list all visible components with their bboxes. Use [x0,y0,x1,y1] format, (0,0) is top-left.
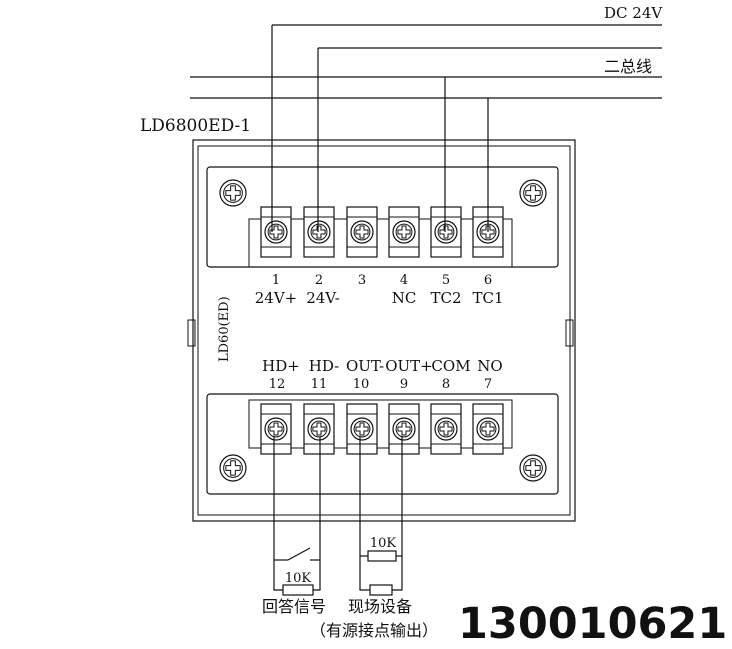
top-wires [271,25,489,232]
outer-frame [192,139,576,522]
top-terminal-name: 24V- [306,289,340,307]
bottom-terminal-num: 12 [269,377,286,392]
dc24v-label: DC 24V [604,4,663,22]
top-terminal-num: 4 [400,273,408,288]
bus-lines: DC 24V 二总线 [190,4,663,99]
switch-blade [287,547,311,561]
top-terminal-name: TC2 [430,289,461,307]
screw-icon [307,417,331,441]
wire-out-plus [392,437,403,591]
bottom-terminal-name: OUT- [346,357,384,375]
wire-hd-minus [313,437,321,591]
wire-hd-plus [273,437,283,591]
top-terminal-name: TC1 [472,289,503,307]
answer-signal-caption: 回答信号 [262,597,326,616]
top-terminal-strip [248,218,513,268]
device-housing [187,139,576,522]
bottom-terminal-num: 8 [442,377,450,392]
terminal-block [430,206,462,258]
screw-icon [519,179,547,207]
screw-icon [434,220,458,244]
terminal-block [346,206,378,258]
two-bus-label: 二总线 [604,57,652,76]
field-device-circuit: 10K [359,437,403,596]
wire-out-minus [359,437,370,591]
terminal-block [260,206,292,258]
bottom-terminal-name: OUT+ [385,357,433,375]
top-terminal-labels: 1 2 3 4 5 6 24V+ 24V- NC TC2 TC1 [255,273,504,307]
terminal-block [303,206,335,258]
bottom-terminal-name: HD- [309,357,339,375]
terminal-block [260,403,292,455]
terminal-block [346,403,378,455]
screw-icon [307,220,331,244]
top-terminal-num: 6 [484,273,492,288]
screw-icon [434,417,458,441]
top-terminal-name: NC [392,289,417,307]
top-terminal-num: 2 [315,273,323,288]
screw-icon [264,417,288,441]
screw-icon [350,417,374,441]
bottom-terminal-num: 10 [353,377,370,392]
bottom-terminal-strip [248,399,513,449]
field-device-caption: 现场设备 [348,597,412,616]
screw-icon [519,454,547,482]
phone-number: 13001062119 [458,599,732,649]
terminal-block [430,403,462,455]
answer-resistor-label: 10K [285,571,312,586]
top-terminal-blocks [260,206,504,258]
bottom-terminal-name: NO [477,357,502,375]
screw-icon [392,417,416,441]
field-resistor-label: 10K [370,536,397,551]
terminal-block [303,403,335,455]
screw-icon [264,220,288,244]
top-terminal-panel [206,166,559,268]
right-clip [565,319,574,347]
mounting-screws [219,179,547,482]
top-terminal-num: 5 [442,273,450,288]
top-terminal-num: 1 [272,273,280,288]
field-device-contact [369,584,393,596]
bottom-terminal-name: HD+ [262,357,300,375]
bottom-terminal-labels: HD+ HD- OUT- OUT+ COM NO 12 11 10 9 8 7 [262,357,503,392]
bottom-terminal-name: COM [431,357,470,375]
terminal-block [388,403,420,455]
screw-icon [219,454,247,482]
source-contact-caption: （有源接点输出） [310,621,438,640]
top-terminal-num: 3 [358,273,366,288]
terminal-block [388,206,420,258]
screw-icon [392,220,416,244]
inner-frame [197,145,571,516]
terminal-block [472,403,504,455]
bottom-terminal-num: 9 [400,377,408,392]
bottom-terminal-num: 7 [484,377,492,392]
model-label: LD6800ED-1 [140,116,251,136]
top-terminal-name: 24V+ [255,289,298,307]
answer-signal-circuit: 10K [273,437,321,596]
bottom-terminal-num: 11 [311,377,328,392]
field-resistor [367,550,397,562]
screw-icon [476,417,500,441]
left-clip [187,319,196,347]
answer-resistor [282,584,314,596]
screw-icon [219,179,247,207]
screw-icon [350,220,374,244]
side-label: LD60(ED) [217,296,232,362]
bottom-terminal-blocks [260,403,504,455]
bottom-terminal-panel [206,393,559,495]
